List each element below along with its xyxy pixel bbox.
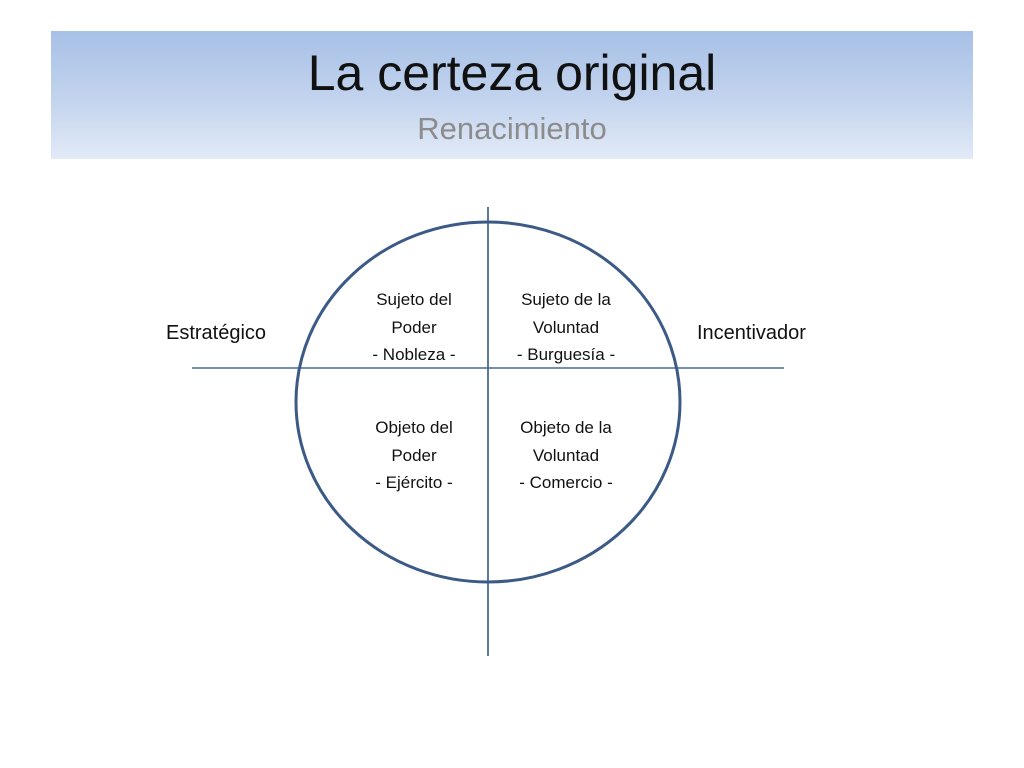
quadrant-line: Objeto de la — [520, 418, 612, 437]
quadrant-line: - Comercio - — [519, 473, 613, 492]
quadrant-bottom-left: Objeto del Poder - Ejército - — [344, 414, 484, 497]
left-axis-label: Estratégico — [166, 322, 267, 344]
quadrant-line: Poder — [391, 317, 437, 337]
quadrant-line: - Nobleza - — [372, 345, 456, 364]
quadrant-circle — [294, 220, 682, 584]
quadrant-line: Voluntad — [532, 317, 600, 337]
quadrant-line: - Ejército - — [375, 473, 453, 492]
quadrant-line: Voluntad — [532, 445, 600, 465]
quadrant-line: Poder — [391, 445, 437, 465]
quadrant-line: Sujeto de la — [521, 290, 611, 309]
slide-title: La certeza original — [307, 45, 717, 101]
quadrant-bottom-right: Objeto de la Voluntad - Comercio - — [496, 414, 636, 497]
quadrant-line: Sujeto del — [376, 290, 452, 309]
right-axis-label: Incentivador — [697, 322, 806, 344]
slide-subtitle: Renacimiento — [417, 111, 607, 146]
quadrant-top-right: Sujeto de la Voluntad - Burguesía - — [496, 286, 636, 369]
quadrant-top-left: Sujeto del Poder - Nobleza - — [344, 286, 484, 369]
quadrant-line: - Burguesía - — [516, 345, 616, 364]
quadrant-line: Objeto del — [375, 418, 453, 437]
title-band: La certeza original Renacimiento — [51, 31, 973, 159]
